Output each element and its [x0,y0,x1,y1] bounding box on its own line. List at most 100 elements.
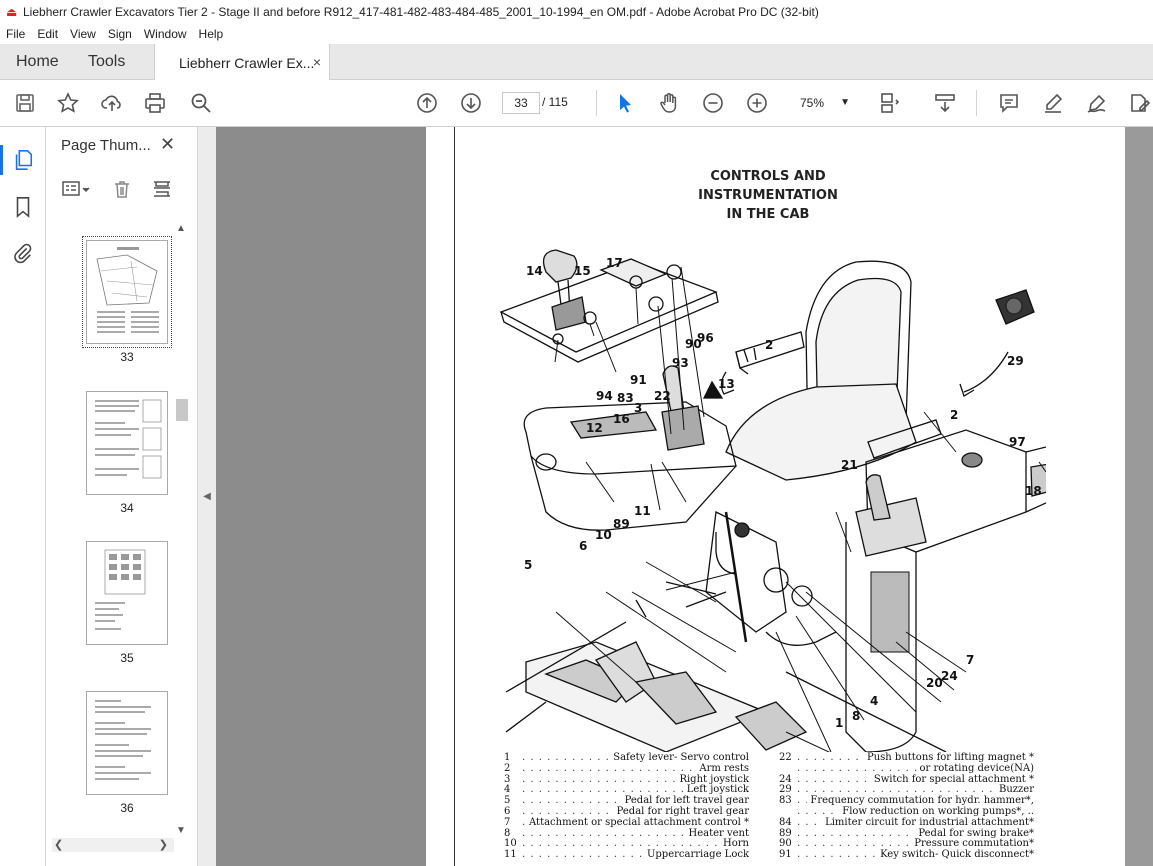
legend-leader-dots: . . . . . . . . . . . . . . . . . . . . … [522,806,614,817]
legend-number: 10 [504,838,517,850]
diagram-callout-label: 24 [941,669,958,683]
tab-tools[interactable]: Tools [88,53,126,70]
thumb-scrollbar-thumb[interactable] [176,399,188,421]
legend-row: 84. . . . . . . . . . . . . . . . . . . … [779,816,1034,829]
menu-edit[interactable]: Edit [37,27,59,41]
collapse-panel-handle[interactable]: ◀ [198,127,216,866]
bookmark-star-icon[interactable] [55,90,81,116]
attachments-paperclip-icon[interactable] [11,241,35,265]
comment-icon[interactable] [996,90,1022,116]
diagram-callout-label: 2 [765,338,773,352]
thumbnail-page-number: 33 [120,350,134,364]
thumbnail-options-icon[interactable] [60,179,92,202]
thumbnail-page-36[interactable]: 36 [86,691,168,815]
upload-cloud-icon[interactable] [99,90,125,116]
menu-help[interactable]: Help [198,27,224,41]
diagram-callout-label: 22 [654,389,671,403]
legend-description: Left joystick [686,784,749,796]
thumbnail-page-35[interactable]: 35 [86,541,168,665]
zoom-out-icon[interactable] [700,90,726,116]
thumbnail-horizontal-scrollbar[interactable]: ❮ ❯ [52,838,174,852]
panel-title: Page Thum... [61,137,151,154]
legend-row: 22 . . . . . . . . . . . . . . . . . . . … [779,752,1034,764]
legend-row: 6. . . . . . . . . . . . . . . . . . . .… [504,806,749,818]
diagram-callout-label: 7 [966,653,974,667]
page-number-input[interactable]: 33 [502,92,540,114]
scroll-right-icon[interactable]: ❯ [158,839,168,851]
zoom-level-select[interactable]: 75% ▼ [788,92,858,114]
thumbnail-page-number: 36 [120,801,134,815]
menu-file[interactable]: File [6,27,26,41]
viewer-right-gutter [1125,127,1153,866]
legend-description: Key switch- Quick disconnect* [880,849,1034,861]
thumbnail-page-number: 34 [120,501,134,515]
thumb-scroll-down-icon[interactable]: ▼ [176,825,186,836]
delete-trash-icon[interactable] [112,179,132,202]
diagram-callout-label: 89 [613,517,630,531]
legend-number: 22 [779,752,792,763]
legend-row: 91. . . . . . . . . . . . . . . . . . . … [779,849,1034,861]
page-layout-icon[interactable] [152,179,172,202]
diagram-callout-label: 3 [634,401,642,415]
close-panel-icon[interactable]: ✕ [160,134,176,154]
panel-toolbar [60,179,172,202]
diagram-callout-label: 83 [617,391,634,405]
diagram-callout-label: 11 [634,504,651,518]
legend-number: 11 [504,849,517,861]
legend-leader-dots: . . . . . . . . . . . . . . . . . . . . … [797,753,864,763]
diagram-callout-label: 97 [1009,435,1026,449]
menu-window[interactable]: Window [143,27,187,41]
tab-document[interactable]: Liebherr Crawler Ex... × [154,44,330,81]
legend-number: 84 [779,816,792,828]
diagram-callout-label: 1 [835,716,843,730]
diagram-callout-label: 10 [595,528,612,542]
legend-leader-dots: . . . . . . . . . . . . . . . . . . . . … [522,817,526,828]
legend-description: or rotating device(NA) [919,762,1034,774]
highlight-pen-icon[interactable] [1040,90,1066,116]
bookmarks-icon[interactable] [11,195,35,219]
save-icon[interactable] [12,90,38,116]
legend-leader-dots: . . . . . . . . . . . . . . . . . . . . … [522,763,696,774]
diagram-callout-label: 96 [697,331,714,345]
legend-row: . . . . . . . . . . . . . . . . . . . . … [779,806,1034,818]
zoom-search-icon[interactable] [188,90,214,116]
legend-number: 3 [504,773,511,785]
diagram-callout-label: 20 [926,676,943,690]
legend-leader-dots: . . . . . . . . . . . . . . . . . . . . … [522,796,622,807]
scroll-left-icon[interactable]: ❮ [54,839,64,851]
print-icon[interactable] [142,90,168,116]
thumbnail-page-33[interactable]: 33 [82,236,172,364]
diagram-callout-label: 93 [672,356,689,370]
fit-page-icon[interactable] [876,90,902,116]
scroll-mode-icon[interactable] [932,90,958,116]
select-cursor-icon[interactable] [612,90,638,116]
legend-row: 89. . . . . . . . . . . . . . . . . . . … [779,828,1034,840]
tab-home[interactable]: Home [16,53,59,70]
legend-number [779,764,797,775]
window-title: Liebherr Crawler Excavators Tier 2 - Sta… [23,5,819,19]
legend-leader-dots: . . . . . . . . . . . . . . . . . . . . … [522,785,684,796]
next-page-icon[interactable] [458,90,484,116]
legend-row: 5. . . . . . . . . . . . . . . . . . . .… [504,795,749,807]
diagram-callout-label: 91 [630,373,647,387]
menu-view[interactable]: View [70,27,96,41]
page-thumbnails-icon[interactable] [11,148,35,172]
hand-tool-icon[interactable] [656,90,682,116]
collapse-left-icon: ◀ [203,491,211,502]
legend-leader-dots: . . . . . . . . . . . . . . . . . . . . … [522,774,677,785]
menu-sign[interactable]: Sign [107,27,132,41]
sign-pen-icon[interactable] [1084,90,1110,116]
legend-row: 29. . . . . . . . . . . . . . . . . . . … [779,785,1034,796]
thumbnail-page-34[interactable]: 34 [86,391,168,515]
edit-pdf-icon[interactable] [1126,90,1152,116]
diagram-callout-label: 13 [718,377,735,391]
legend-description: Limiter circuit for industrial attachmen… [825,816,1034,828]
diagram-callout-label: 21 [841,458,858,472]
legend-leader-dots: . . . . . . . . . . . . . . . . . . . . … [522,828,685,839]
close-tab-icon[interactable]: × [312,54,321,70]
thumb-scroll-up-icon[interactable]: ▲ [176,223,186,234]
previous-page-icon[interactable] [414,90,440,116]
zoom-in-icon[interactable] [744,90,770,116]
legend-leader-dots: . . . . . . . . . . . . . . . . . . . . … [797,839,911,850]
legend-row: 24. . . . . . . . . . . . . . . . . . . … [779,774,1034,786]
